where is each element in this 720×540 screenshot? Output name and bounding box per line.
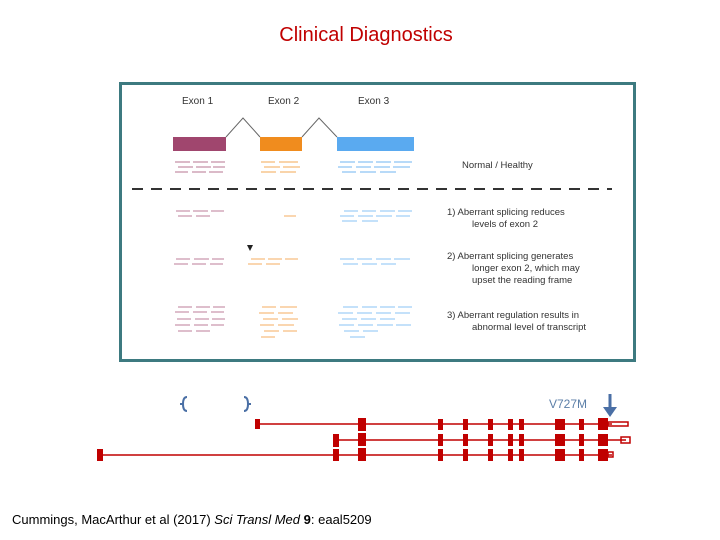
exon-2-box [260, 137, 302, 151]
region-bracket-left [180, 396, 188, 412]
exon-2-label: Exon 2 [268, 96, 300, 107]
case-2-label-line-1: 2) Aberrant splicing generates [447, 251, 574, 262]
case-2-reads [174, 258, 410, 265]
exon-3-label: Exon 3 [358, 96, 390, 107]
case-2-arrowhead [247, 245, 253, 251]
normal-healthy-label: Normal / Healthy [462, 160, 533, 171]
case-3-label-line-1: 3) Aberrant regulation results in [447, 310, 580, 321]
exon-3-box [337, 137, 414, 151]
citation-article: : eaal5209 [310, 512, 372, 527]
case-3-label-line-2: abnormal level of transcript [472, 322, 587, 333]
splice-junction-2-3 [301, 117, 338, 138]
exon-1-label: Exon 1 [182, 96, 214, 107]
citation-volume: 9 [303, 512, 311, 527]
region-bracket-right [243, 396, 251, 412]
exon-1-box [173, 137, 226, 151]
splice-junction-1-2 [225, 117, 261, 138]
mutation-label: V727M [549, 397, 588, 411]
case-1-label-line-1: 1) Aberrant splicing reduces [447, 207, 565, 218]
transcript-1 [255, 418, 629, 431]
case-1-reads [176, 210, 412, 222]
citation: Cummings, MacArthur et al (2017) Sci Tra… [12, 512, 372, 527]
case-3-reads [175, 306, 412, 338]
mutation-arrow-icon [603, 394, 617, 417]
transcript-3 [97, 448, 614, 461]
normal-reads [175, 161, 412, 173]
splicing-figure-frame [119, 82, 636, 362]
citation-authors: Cummings, MacArthur et al (2017) [12, 512, 215, 527]
case-1-label-line-2: levels of exon 2 [472, 219, 539, 230]
transcript-2 [333, 433, 631, 447]
case-2-label-line-3: upset the reading frame [472, 275, 573, 286]
case-2-label-line-2: longer exon 2, which may [472, 263, 580, 274]
slide-title: Clinical Diagnostics [279, 24, 453, 46]
citation-journal: Sci Transl Med [214, 512, 301, 527]
